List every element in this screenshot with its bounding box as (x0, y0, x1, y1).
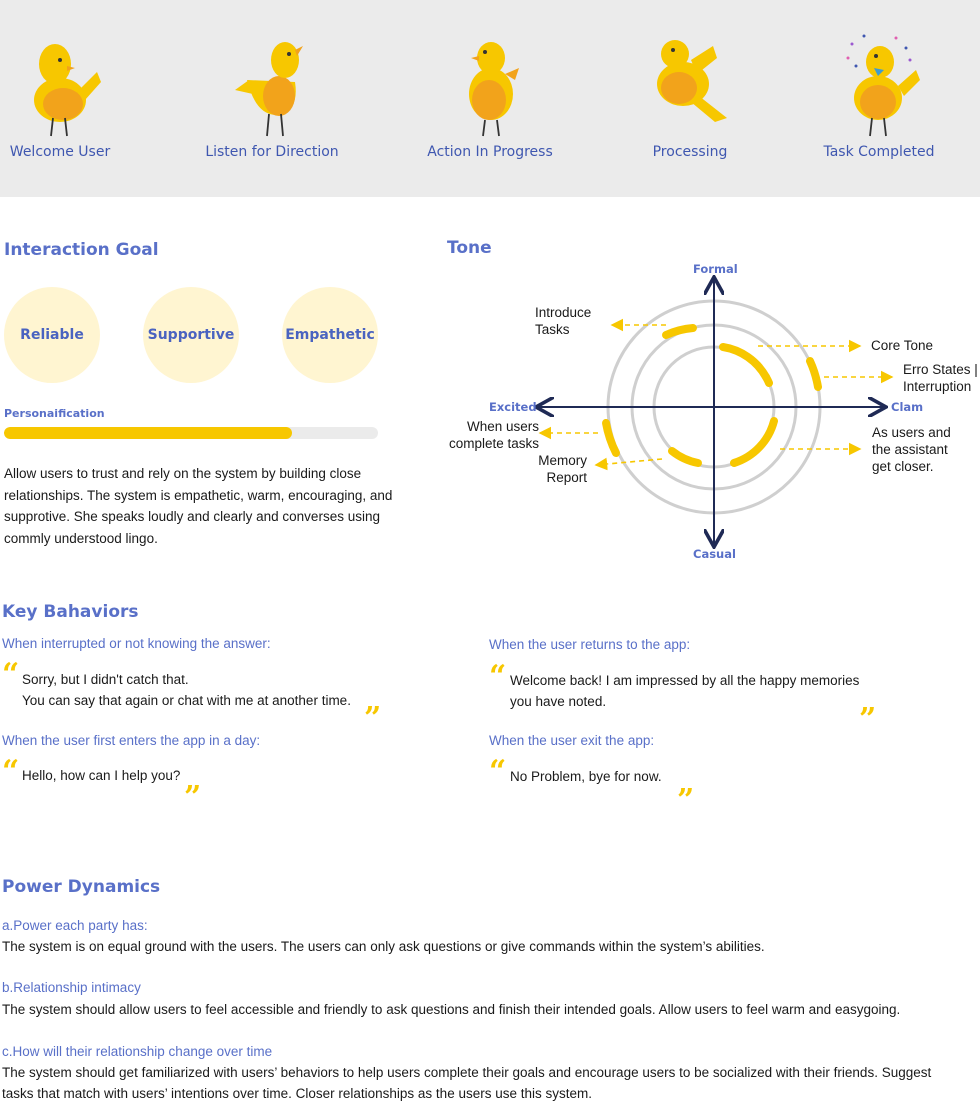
bird-action-icon (469, 42, 519, 137)
interaction-goal-description: Allow users to trust and rely on the sys… (4, 466, 393, 546)
open-quote-icon: “ (2, 754, 20, 789)
close-quote-icon: ” (364, 701, 382, 736)
axis-label-clam: Clam (891, 400, 924, 414)
goal-empathetic: Empathetic (282, 287, 378, 383)
close-quote-icon: ” (859, 702, 877, 737)
goal-supportive: Supportive (143, 287, 239, 383)
goal-reliable: Reliable (4, 287, 100, 383)
key-behaviors-title: Key Bahaviors (2, 602, 139, 622)
memory-report-arc (668, 447, 702, 467)
state-welcome-user: Welcome User (0, 0, 150, 197)
tone-label-core-tone: Core Tone (871, 338, 934, 353)
close-quote-icon: ” (184, 780, 202, 815)
behavior-quote: Hello, how can I help you? (22, 768, 181, 783)
tone-label-error-states: Erro States | Interruption (903, 362, 978, 394)
state-label: Welcome User (9, 144, 111, 160)
tone-label-memory-report: Memory Report (538, 453, 587, 485)
power-section-heading: a.Power each party has: (2, 918, 148, 933)
assistant-states-bar: Welcome User Listen for Direction Action… (0, 0, 980, 197)
state-label: Action In Progress (427, 144, 553, 160)
memory-report-arrow (594, 457, 663, 471)
personification-label: Personaification (4, 407, 105, 420)
power-section-heading: c.How will their relationship change ove… (2, 1044, 273, 1059)
behavior-quote: Sorry, but I didn't catch that. You can … (22, 672, 351, 708)
behavior-context: When the user returns to the app: (489, 637, 691, 652)
axis-label-formal: Formal (693, 262, 738, 276)
state-processing: Processing (600, 0, 780, 197)
state-action-in-progress: Action In Progress (400, 0, 580, 197)
bird-processing-icon (657, 40, 727, 122)
state-label: Processing (652, 144, 728, 160)
tone-label-introduce-tasks: Introduce Tasks (535, 305, 592, 337)
open-quote-icon: “ (489, 659, 507, 694)
power-section-text: The system should allow users to feel ac… (2, 1002, 901, 1017)
users-closer-arc (730, 417, 778, 467)
personification-bar (4, 427, 378, 439)
tone-label-complete-tasks: When users complete tasks (448, 419, 539, 451)
power-section-heading: b.Relationship intimacy (2, 980, 141, 995)
behavior-context: When interrupted or not knowing the answ… (2, 636, 271, 651)
tone-title: Tone (447, 238, 492, 258)
personification-bar-fill (4, 427, 292, 439)
tone-diagram (440, 255, 894, 565)
behavior-quote: Welcome back! I am impressed by all the … (510, 673, 860, 709)
behavior-context: When the user first enters the app in a … (2, 733, 261, 748)
power-dynamics-title: Power Dynamics (2, 877, 161, 897)
bird-completed-icon (846, 34, 920, 137)
tone-label-users-closer: As users and the assistant get closer. (872, 425, 951, 474)
state-label: Listen for Direction (205, 144, 339, 160)
power-section-text: The system is on equal ground with the u… (2, 939, 765, 954)
axis-label-excited: Excited (489, 400, 537, 414)
interaction-goal-title: Interaction Goal (4, 240, 159, 260)
behavior-quote: No Problem, bye for now. (510, 769, 662, 784)
complete-tasks-arc (602, 419, 620, 457)
state-task-completed: Task Completed (789, 0, 969, 197)
state-listen-for-direction: Listen for Direction (182, 0, 362, 197)
introduce-tasks-arc (662, 324, 697, 339)
state-label: Task Completed (823, 144, 935, 160)
core-tone-arc (719, 343, 770, 381)
open-quote-icon: “ (489, 754, 507, 789)
close-quote-icon: ” (677, 783, 695, 818)
bird-welcome-icon (34, 44, 101, 137)
open-quote-icon: “ (2, 657, 20, 692)
behavior-context: When the user exit the app: (489, 733, 655, 748)
bird-listen-icon (235, 42, 303, 137)
error-states-arc (806, 357, 822, 391)
core-tone-arc-end (762, 373, 773, 387)
power-section-text: The system should get familiarized with … (2, 1065, 932, 1101)
axis-label-casual: Casual (693, 547, 736, 561)
